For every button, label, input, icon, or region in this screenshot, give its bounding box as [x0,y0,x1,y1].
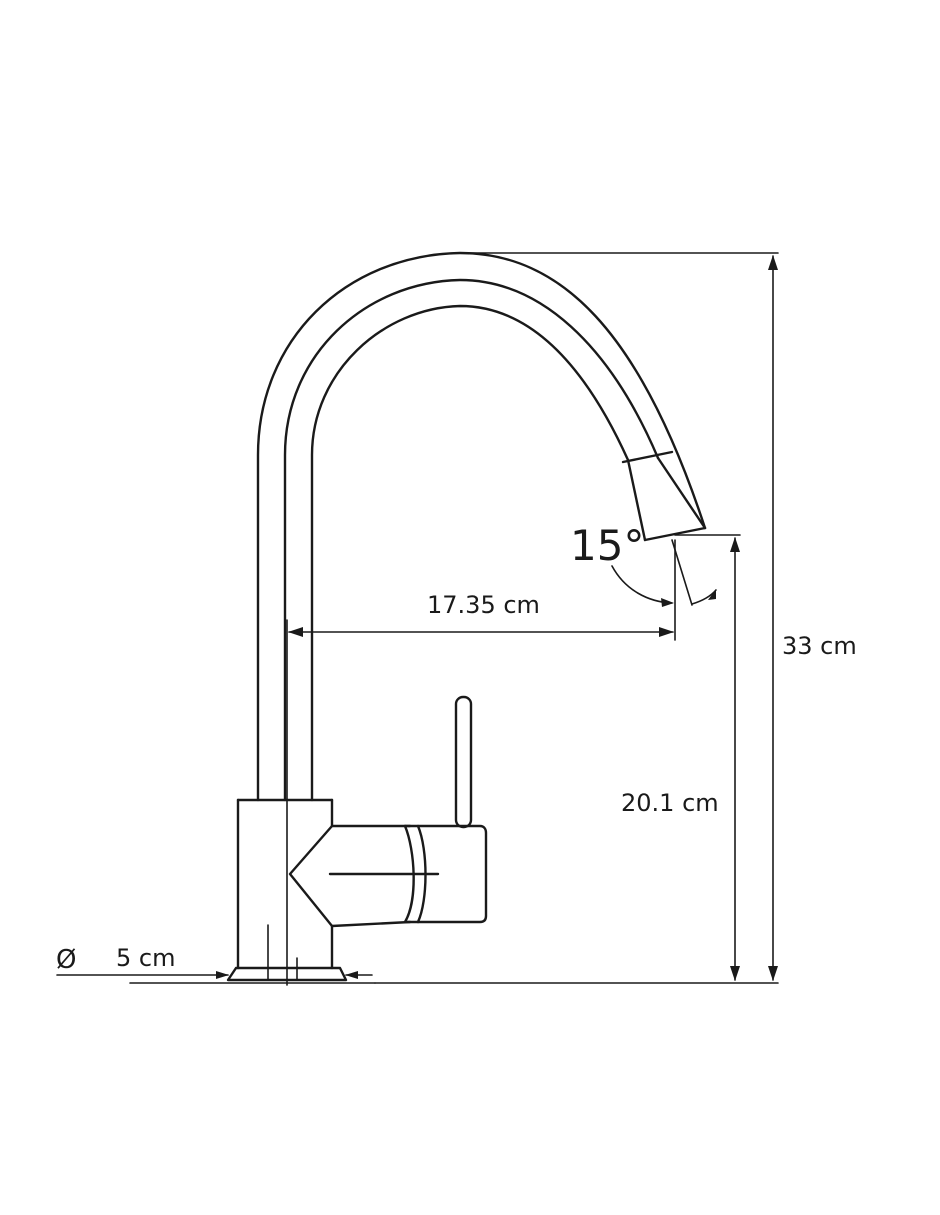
angle-label: 15° [570,521,644,570]
faucet-body [236,798,412,981]
spout-inner-outline [310,304,630,802]
diameter-dimension [56,971,373,979]
diameter-label: 5 cm [116,944,175,972]
spout-outer-outline [256,251,707,802]
lever-handle [328,695,488,924]
total-height-label: 33 cm [782,632,857,660]
spout-height-label: 20.1 cm [621,789,719,817]
spout-height-dimension [730,537,740,981]
spray-head [621,450,707,542]
reach-dimension [288,627,674,637]
base-plate [129,966,376,984]
reach-label: 17.35 cm [427,591,540,619]
diameter-symbol: Ø [56,945,76,975]
angle-indicator [611,539,717,607]
total-height-dimension [768,255,778,981]
spout-middle-outline [283,278,660,802]
